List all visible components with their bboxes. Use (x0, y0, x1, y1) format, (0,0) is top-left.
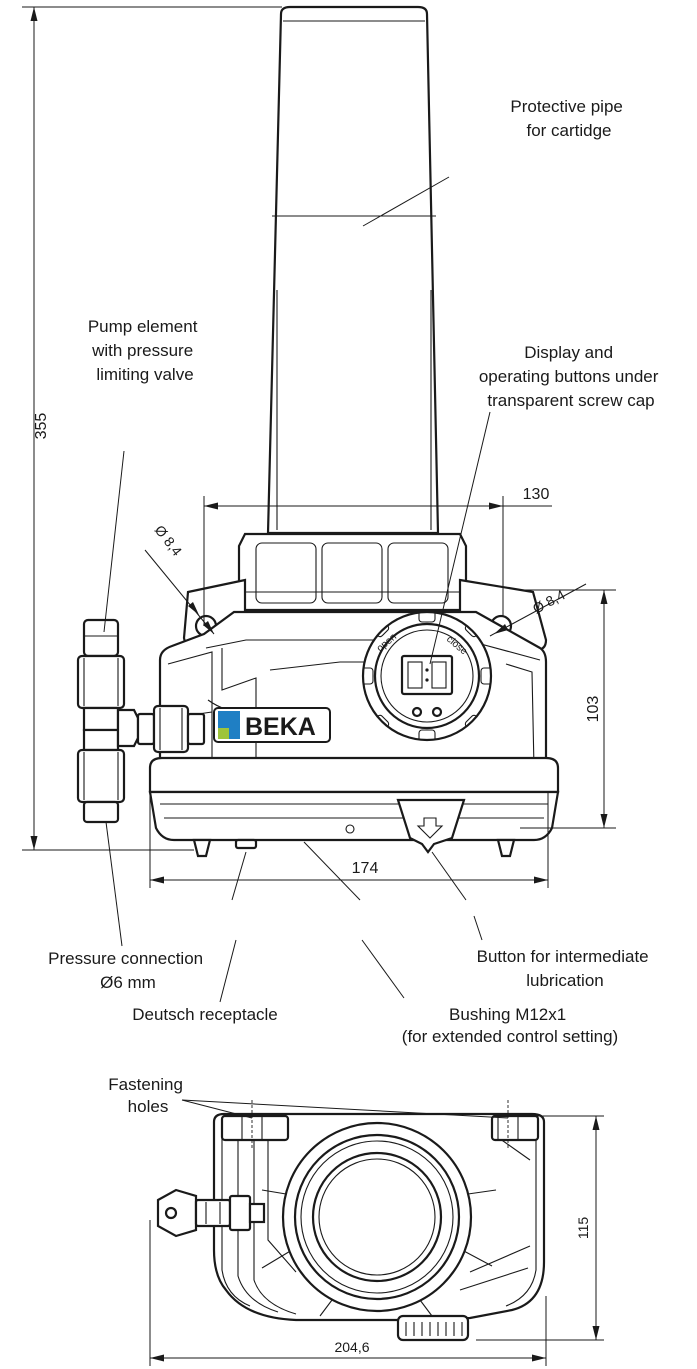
dim-width-204-label: 204,6 (334, 1339, 369, 1355)
dim-width-130-label: 130 (523, 486, 550, 503)
top-view (156, 1100, 546, 1342)
dim-height-103: 103 (520, 589, 616, 829)
fastening-leaders (181, 1099, 509, 1119)
display (400, 654, 454, 696)
dim-height-103-label: 103 (585, 696, 602, 723)
front-view: BEKA (22, 5, 663, 1046)
label-display-buttons: Display and operating buttons under tran… (479, 343, 663, 410)
dim-height-355: 355 (22, 6, 282, 851)
dim-width-174: 174 (149, 792, 549, 888)
dim-width-130: 130 (203, 486, 552, 626)
screw-cap: open close (361, 610, 493, 742)
label-bushing: Bushing M12x1 (for extended control sett… (402, 1005, 618, 1046)
base-plate (148, 756, 560, 858)
deutsch-receptacle (234, 838, 258, 850)
top-left-pad (220, 1114, 290, 1142)
logo-green-square (218, 728, 229, 739)
label-pump-element: Pump element with pressure limiting valv… (88, 317, 202, 384)
intermediate-lubrication-button (396, 798, 466, 854)
collar-nut (237, 532, 468, 612)
label-pressure-connection: Pressure connection Ø6 mm (48, 949, 208, 992)
dim-width-204: 204,6 (149, 1220, 547, 1366)
label-protective-pipe: Protective pipe for cartidge (510, 97, 627, 140)
top-view-button (396, 1314, 470, 1342)
front-leaders (103, 176, 491, 1003)
dim-hole-right-label: Ø 8,4 (530, 586, 568, 616)
dim-hole-left-label: Ø 8,4 (152, 522, 186, 559)
dim-height-355-label: 355 (33, 413, 50, 440)
beka-logo: BEKA (213, 707, 331, 743)
dim-depth-115-label: 115 (575, 1217, 591, 1240)
brand-name: BEKA (245, 713, 316, 741)
label-button-intermediate: Button for intermediate lubrication (477, 947, 654, 990)
operating-button-right (431, 706, 443, 718)
label-fastening-holes: Fastening holes (108, 1075, 187, 1116)
label-deutsch-receptacle: Deutsch receptacle (132, 1005, 278, 1024)
pump-element (76, 618, 206, 824)
operating-button-left (411, 706, 423, 718)
protective-pipe (266, 5, 440, 535)
dim-depth-115: 115 (476, 1115, 604, 1341)
dim-width-174-label: 174 (352, 860, 379, 877)
top-right-pad (490, 1114, 540, 1142)
